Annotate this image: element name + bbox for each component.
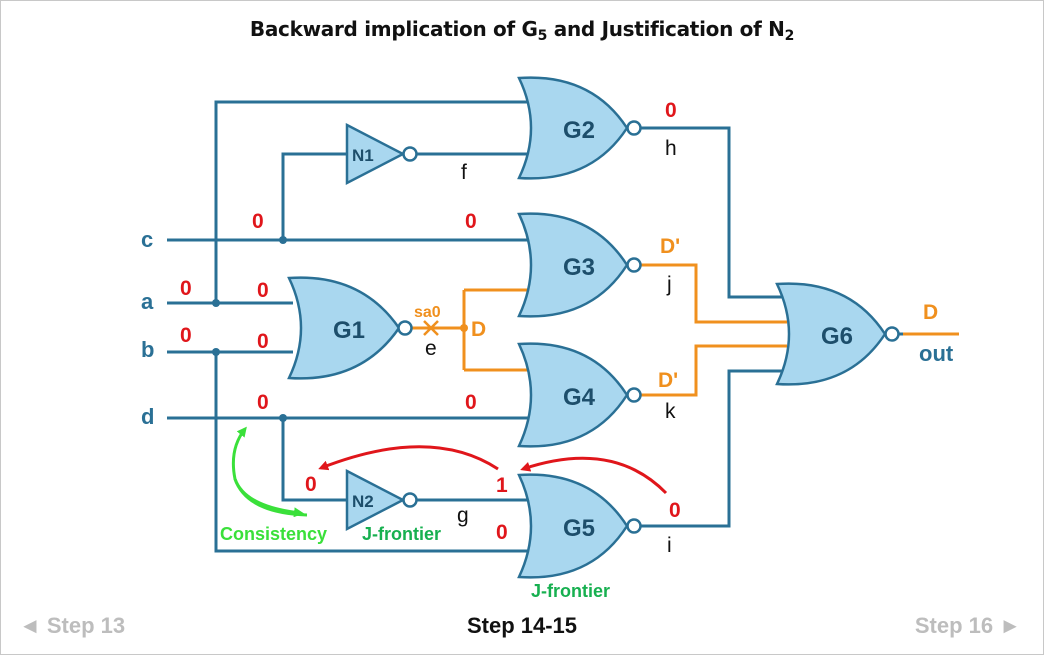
gate-label-g1: G1 bbox=[333, 317, 365, 344]
wire-k bbox=[641, 344, 787, 397]
value-a-input: 0 bbox=[180, 277, 192, 300]
gate-label-g6: G6 bbox=[821, 323, 853, 350]
value-c-g3: 0 bbox=[465, 210, 477, 233]
junction-a bbox=[212, 299, 220, 307]
net-label-f: f bbox=[461, 161, 467, 184]
value-n2-input: 0 bbox=[305, 473, 317, 496]
value-b-input: 0 bbox=[180, 324, 192, 347]
wire-c-to-n1 bbox=[281, 152, 349, 240]
fault-cross-icon bbox=[423, 320, 439, 336]
fault-path bbox=[412, 263, 959, 397]
wires bbox=[167, 100, 959, 553]
wire-d-to-n2 bbox=[281, 418, 349, 502]
value-c-branch: 0 bbox=[252, 210, 264, 233]
gate-g6: G6 bbox=[775, 282, 900, 386]
gate-label-n2: N2 bbox=[352, 492, 374, 511]
gate-g5: G5 bbox=[517, 473, 642, 579]
input-label-d: d bbox=[141, 404, 154, 429]
value-d-input: 0 bbox=[257, 391, 269, 414]
value-b-g1: 0 bbox=[257, 330, 269, 353]
value-k: D' bbox=[658, 369, 678, 392]
value-a-g1: 0 bbox=[257, 279, 269, 302]
backward-implication-arrow-i bbox=[520, 456, 668, 495]
gate-label-g5: G5 bbox=[563, 515, 595, 542]
value-e: D bbox=[471, 318, 486, 341]
consistency-arrow-up bbox=[231, 426, 308, 517]
junction-e bbox=[460, 324, 468, 332]
gate-g1: G1 bbox=[287, 276, 413, 380]
next-step-button[interactable]: Step 16 ► bbox=[914, 613, 1021, 638]
net-label-h: h bbox=[665, 137, 677, 160]
value-h: 0 bbox=[665, 99, 677, 122]
wire-i bbox=[641, 369, 787, 528]
gate-g3: G3 bbox=[517, 212, 642, 318]
prev-step-button[interactable]: ◄ Step 13 bbox=[19, 613, 126, 638]
gate-label-n1: N1 bbox=[352, 146, 374, 165]
diagram-title: Backward implication of G5 and Justifica… bbox=[249, 17, 795, 44]
circuit-diagram: G1 G2 G3 G4 G5 G6 bbox=[141, 76, 959, 601]
gate-label-g4: G4 bbox=[563, 384, 596, 411]
value-g5-input-b: 0 bbox=[496, 521, 508, 544]
value-i: 0 bbox=[669, 499, 681, 522]
gate-n2: N2 bbox=[345, 468, 418, 532]
gate-n1: N1 bbox=[345, 122, 418, 186]
gate-label-g3: G3 bbox=[563, 254, 595, 281]
annotation-jfrontier-g5: J-frontier bbox=[531, 581, 610, 601]
annotation-consistency: Consistency bbox=[220, 524, 327, 544]
value-d-g4: 0 bbox=[465, 391, 477, 414]
gate-g4: G4 bbox=[517, 342, 642, 448]
wire-h bbox=[641, 126, 787, 299]
justification-arrow-n2 bbox=[318, 445, 499, 471]
input-label-a: a bbox=[141, 289, 154, 314]
output-label: out bbox=[919, 341, 954, 366]
current-step-text: Step 14-15 bbox=[466, 613, 578, 638]
value-j: D' bbox=[660, 235, 680, 258]
current-step-label: Step 14-15 bbox=[1, 613, 1043, 639]
input-label-c: c bbox=[141, 227, 153, 252]
junction-d bbox=[279, 414, 287, 422]
net-label-i: i bbox=[667, 534, 672, 557]
net-label-e: e bbox=[425, 337, 437, 360]
net-label-k: k bbox=[665, 400, 676, 423]
net-label-j: j bbox=[666, 273, 672, 296]
gate-label-g2: G2 bbox=[563, 117, 595, 144]
annotation-jfrontier-n2: J-frontier bbox=[362, 524, 441, 544]
value-out: D bbox=[923, 301, 938, 324]
junction-b bbox=[212, 348, 220, 356]
fault-label-sa0: sa0 bbox=[414, 304, 441, 321]
junction-c bbox=[279, 236, 287, 244]
gate-g2: G2 bbox=[517, 76, 642, 180]
value-g5-input-g: 1 bbox=[496, 474, 508, 497]
input-label-b: b bbox=[141, 337, 154, 362]
consistency-arrow-right bbox=[233, 478, 304, 518]
wire-j bbox=[641, 263, 787, 324]
net-label-g: g bbox=[457, 504, 469, 527]
wire-a-to-g2 bbox=[214, 100, 529, 303]
